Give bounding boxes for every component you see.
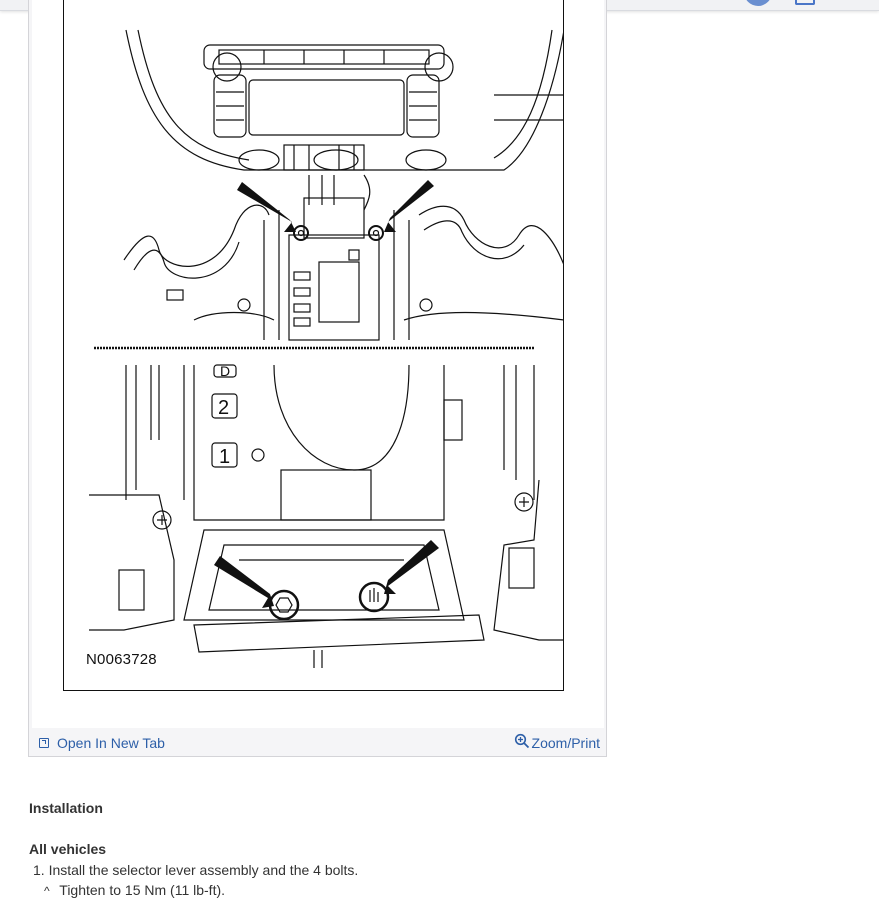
- step-text: Install the selector lever assembly and …: [48, 862, 359, 878]
- gear-label-1: 1: [219, 446, 230, 468]
- figure-footer: Open In New Tab Zoom/Print: [29, 731, 606, 755]
- gear-label-d: D: [220, 363, 230, 379]
- section-heading: Installation: [29, 800, 103, 816]
- step-number: 1.: [33, 862, 45, 878]
- open-in-new-tab-link[interactable]: Open In New Tab: [39, 735, 165, 751]
- technical-illustration: D 2 1 N0063728: [63, 0, 564, 691]
- zoom-print-link[interactable]: Zoom/Print: [514, 733, 600, 751]
- user-avatar[interactable]: [744, 0, 772, 6]
- figure-image-area: D 2 1 N0063728: [32, 0, 604, 728]
- zoom-in-icon: [514, 733, 529, 749]
- bookmark-icon[interactable]: [795, 0, 815, 5]
- open-new-tab-icon: [39, 738, 49, 748]
- substep-text: Tighten to 15 Nm (11 lb-ft).: [59, 882, 226, 898]
- substep-item: ^ Tighten to 15 Nm (11 lb-ft).: [44, 882, 225, 898]
- gear-label-2: 2: [218, 397, 229, 419]
- step-item: 1. Install the selector lever assembly a…: [33, 862, 358, 878]
- open-in-new-tab-label: Open In New Tab: [57, 735, 165, 751]
- zoom-print-label: Zoom/Print: [531, 735, 600, 751]
- figure-code: N0063728: [86, 651, 157, 668]
- figure-card: D 2 1 N0063728 Open In New Tab Zoom/Prin…: [28, 0, 607, 757]
- substep-bullet: ^: [44, 884, 50, 898]
- sub-heading: All vehicles: [29, 841, 107, 857]
- selector-lever-drawing: D 2 1: [89, 29, 563, 668]
